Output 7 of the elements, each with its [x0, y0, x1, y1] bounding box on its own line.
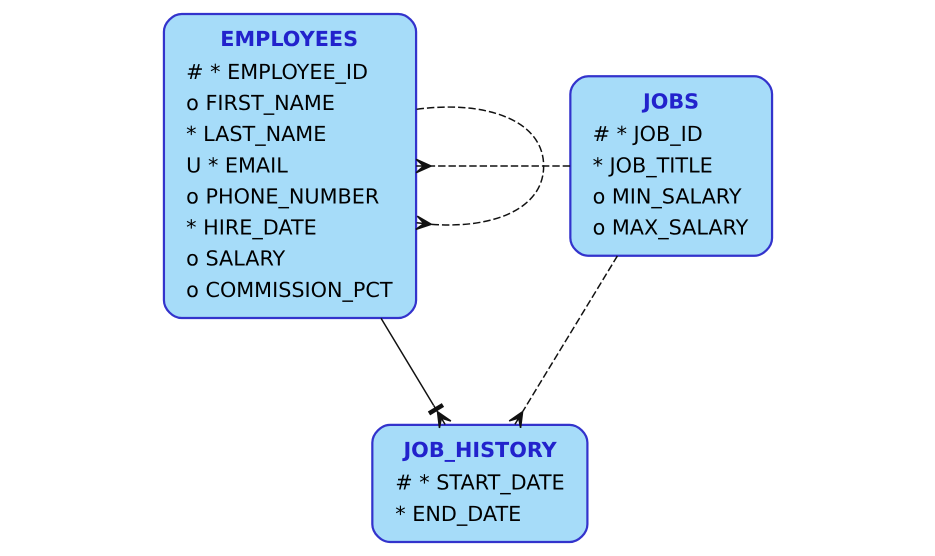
- connector: [380, 318, 452, 429]
- node-box: JOB_HISTORY # * START_DATE * END_DATE: [370, 424, 588, 544]
- connector: [508, 256, 618, 429]
- connector: [414, 106, 544, 230]
- connector: [414, 158, 570, 174]
- node-box: JOBS # * JOB_ID * JOB_TITLE o MIN_SALARY o MAX_SALARY: [568, 75, 773, 257]
- node-box: EMPLOYEES # * EMPLOYEE_ID o FIRST_NAME * LAST_NAME U * EMAIL o PHONE_NUMBER * HIRE_DATE o SALARY o COMMISSION_PCT: [162, 12, 417, 320]
